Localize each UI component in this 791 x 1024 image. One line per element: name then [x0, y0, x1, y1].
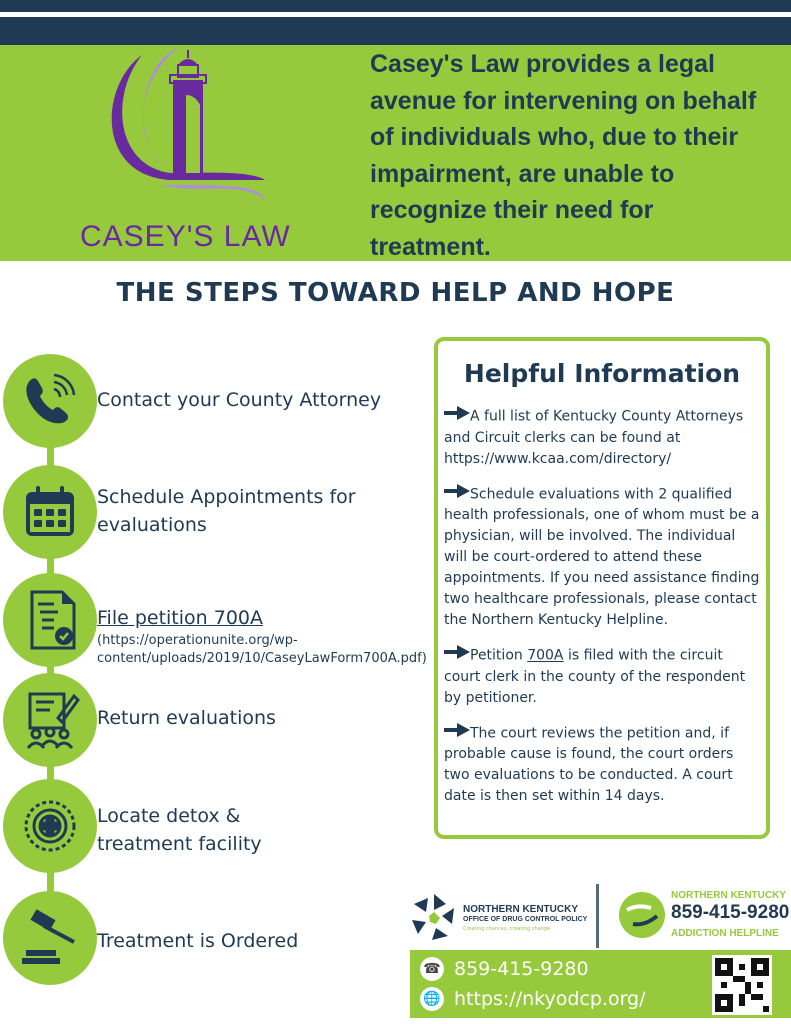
odcp-logo-icon — [412, 894, 454, 940]
qr-code[interactable] — [712, 955, 772, 1015]
arrow-right-icon — [444, 645, 470, 666]
calendar-icon — [3, 465, 97, 559]
header-bar — [0, 17, 791, 45]
footer-logos: NORTHERN KENTUCKY OFFICE OF DRUG CONTROL… — [405, 880, 791, 948]
steps-connector — [47, 400, 54, 940]
odcp-tagline: Creating chances, creating change — [463, 926, 551, 932]
helpline-top: NORTHERN KENTUCKY — [671, 890, 786, 901]
helpful-information-box: Helpful Information A full list of Kentu… — [434, 337, 770, 839]
step-locate-facility: Locate detox & treatment facility — [97, 805, 262, 855]
info-item: Petition 700A is filed with the circuit … — [444, 645, 760, 709]
petition-url[interactable]: (https://operationunite.org/wp-content/u… — [97, 633, 427, 666]
odcp-name: NORTHERN KENTUCKY — [463, 904, 578, 915]
page-title: THE STEPS TOWARD HELP AND HOPE — [116, 278, 675, 308]
evaluation-group-icon — [3, 673, 97, 767]
info-item: The court reviews the petition and, if p… — [444, 722, 760, 808]
step-treatment-ordered: Treatment is Ordered — [97, 930, 299, 952]
logo-text: CASEY'S LAW — [80, 220, 291, 253]
step-file-petition: File petition 700A (https://operationuni… — [97, 604, 437, 668]
helpline-bottom: ADDICTION HELPLINE — [671, 928, 779, 939]
info-item: A full list of Kentucky County Attorneys… — [444, 406, 760, 470]
arrow-right-icon — [444, 406, 470, 427]
top-bar — [0, 0, 791, 12]
footer-divider — [596, 884, 599, 948]
intro-text: Casey's Law provides a legal avenue for … — [370, 50, 757, 261]
file-petition-link[interactable]: File petition 700A — [97, 607, 264, 629]
arrow-right-icon — [444, 722, 470, 744]
phone-icon — [3, 354, 97, 448]
petition-700a-link[interactable]: 700A — [527, 647, 564, 664]
hero-banner: CASEY'S LAW Casey's Law provides a legal… — [0, 45, 791, 261]
footer-url[interactable]: https://nkyodcp.org/ — [454, 988, 646, 1010]
medical-icon — [3, 779, 97, 873]
arrow-right-icon — [444, 483, 470, 505]
helpline-hands-icon — [619, 892, 665, 938]
lighthouse-logo-icon — [111, 47, 265, 200]
step-schedule-appointments: Schedule Appointments for evaluations — [97, 486, 356, 536]
helpline-phone: 859-415-9280 — [671, 902, 790, 923]
gavel-icon — [3, 891, 97, 985]
odcp-subtitle: OFFICE OF DRUG CONTROL POLICY — [463, 916, 588, 923]
info-item: Schedule evaluations with 2 qualified he… — [444, 483, 760, 632]
globe-icon: 🌐 — [420, 987, 444, 1011]
footer-phone[interactable]: 859-415-9280 — [454, 958, 589, 980]
step-return-evaluations: Return evaluations — [97, 707, 276, 729]
info-heading: Helpful Information — [463, 359, 741, 388]
step-contact-attorney: Contact your County Attorney — [97, 389, 382, 411]
telephone-icon: ☎ — [420, 957, 444, 981]
document-check-icon — [3, 573, 97, 667]
